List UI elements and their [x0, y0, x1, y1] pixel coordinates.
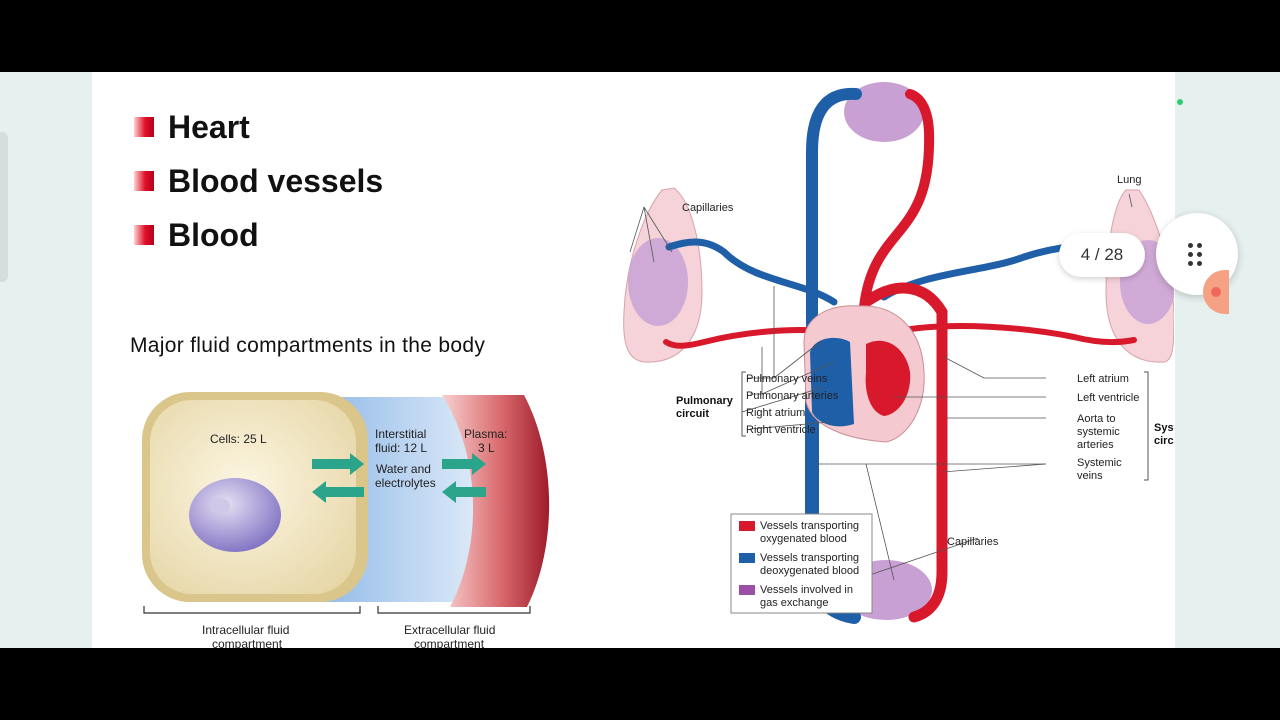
bullet-item: Blood — [134, 208, 383, 262]
heart — [803, 305, 925, 443]
bullet-list: Heart Blood vessels Blood — [134, 100, 383, 262]
aorta-label: systemic — [1077, 426, 1120, 438]
lung-label: Lung — [1117, 174, 1141, 186]
circulation-diagram: Capillaries Lung Pulmonary veins Pulmona… — [574, 72, 1175, 648]
page-indicator: 4 / 28 — [1059, 233, 1145, 277]
left-drawer-handle[interactable] — [0, 132, 8, 282]
upper-capillaries — [844, 82, 924, 142]
badge-dot-icon — [1211, 287, 1221, 297]
bullet-item: Heart — [134, 100, 383, 154]
circulation-svg: Capillaries Lung Pulmonary veins Pulmona… — [623, 82, 1175, 624]
pulmonary-bracket — [741, 371, 746, 437]
aorta-label: Aorta to — [1077, 413, 1116, 425]
systemic-bracket — [1144, 371, 1149, 481]
left-lung-capillaries — [628, 238, 688, 326]
bullet-square-icon — [134, 171, 154, 191]
nucleus — [189, 478, 281, 552]
status-dot — [1177, 99, 1183, 105]
pulmonary-circuit-label: Pulmonary — [676, 395, 734, 407]
bullet-square-icon — [134, 225, 154, 245]
bullet-item: Blood vessels — [134, 154, 383, 208]
systemic-circuit-label: Systemic — [1154, 422, 1174, 434]
aorta-label: arteries — [1077, 439, 1114, 451]
floating-badge[interactable] — [1203, 270, 1229, 314]
legend-swatch-oxygenated — [739, 521, 755, 531]
water-label: electrolytes — [375, 476, 436, 490]
plasma-label: 3 L — [478, 441, 495, 455]
legend-swatch-deoxygenated — [739, 553, 755, 563]
extracellular-label: compartment — [414, 637, 485, 648]
legend: Vessels transporting oxygenated blood Ve… — [730, 513, 873, 614]
fluid-compartments-figure: Cells: 25 L Interstitial fluid: 12 L Pla… — [132, 387, 552, 648]
interstitial-label: fluid: 12 L — [375, 441, 427, 455]
grid-dots-icon — [1188, 243, 1204, 267]
fluid-compartments-svg: Cells: 25 L Interstitial fluid: 12 L Pla… — [142, 392, 550, 648]
right-atrium-label: Right atrium — [746, 407, 805, 419]
document-viewer: Heart Blood vessels Blood Major fluid co… — [0, 72, 1280, 648]
extracellular-bracket — [377, 606, 531, 614]
legend-text: gas exchange — [760, 597, 829, 609]
legend-text: Vessels involved in — [760, 584, 853, 596]
intracellular-label: compartment — [212, 637, 283, 648]
pulmonary-arteries-label: Pulmonary arteries — [746, 390, 839, 402]
interstitial-label: Interstitial — [375, 427, 426, 441]
legend-text: Vessels transporting — [760, 552, 859, 564]
systemic-veins-label: Systemic — [1077, 457, 1122, 469]
nucleolus — [210, 498, 230, 514]
capillaries-label: Capillaries — [947, 536, 999, 548]
exchange-arrows — [312, 453, 486, 503]
intracellular-label: Intracellular fluid — [202, 623, 289, 637]
right-ventricle-label: Right ventricle — [746, 424, 816, 436]
leader-lines — [629, 193, 1133, 581]
systemic-veins-label: veins — [1077, 470, 1103, 482]
capillaries-label: Capillaries — [682, 202, 734, 214]
oxygenated-vessels — [663, 89, 1137, 623]
legend-text: deoxygenated blood — [760, 565, 859, 577]
systemic-circuit-label: circuit — [1154, 435, 1174, 447]
pulmonary-circuit-label: circuit — [676, 408, 709, 420]
left-ventricle-label: Left ventricle — [1077, 392, 1139, 404]
intracellular-bracket — [143, 606, 361, 614]
extracellular-label: Extracellular fluid — [404, 623, 495, 637]
fluid-compartments-title: Major fluid compartments in the body — [130, 334, 486, 357]
left-atrium-label: Left atrium — [1077, 373, 1129, 385]
pulmonary-veins-label: Pulmonary veins — [746, 373, 828, 385]
legend-swatch-gas-exchange — [739, 585, 755, 595]
water-label: Water and — [376, 462, 431, 476]
slide: Heart Blood vessels Blood Major fluid co… — [92, 72, 1175, 648]
cells-label: Cells: 25 L — [210, 432, 267, 446]
legend-text: oxygenated blood — [760, 533, 847, 545]
legend-text: Vessels transporting — [760, 520, 859, 532]
plasma-label: Plasma: — [464, 427, 507, 441]
plasma-vessel — [442, 395, 550, 607]
bullet-square-icon — [134, 117, 154, 137]
